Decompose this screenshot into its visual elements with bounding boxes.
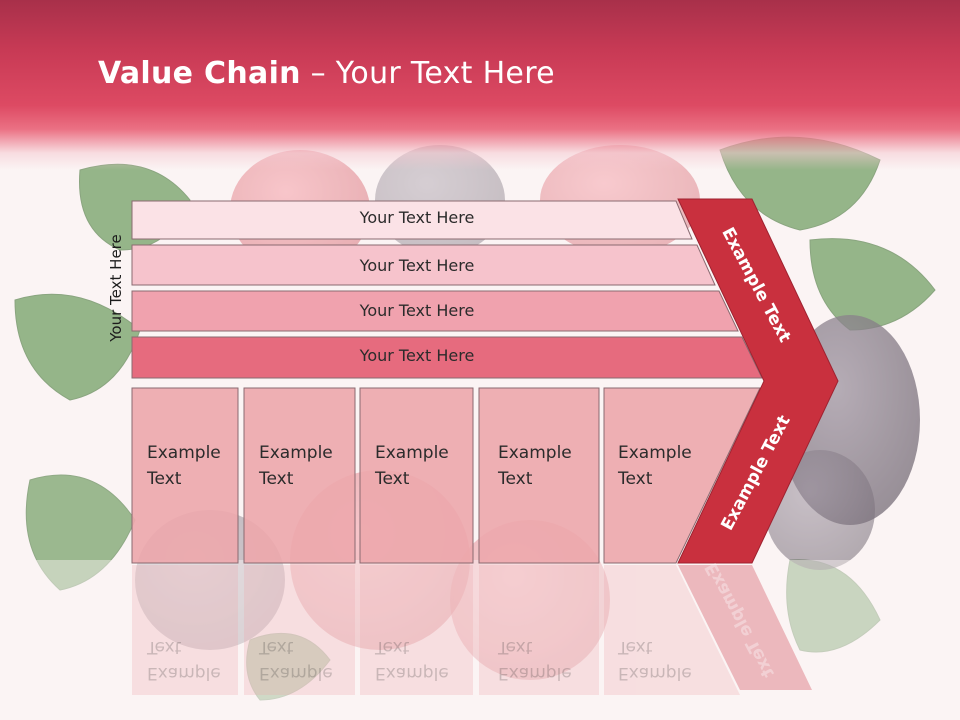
column-4-label: Example Text [498,440,572,492]
column-4-line1: Example [498,443,572,463]
title-rest-part: – Your Text Here [300,56,555,91]
bar-3-label: Your Text Here [359,301,475,320]
column-2-line1: Example [259,443,333,463]
bar-3-shape[interactable] [131,290,739,332]
bar-2-label: Your Text Here [359,256,475,275]
column-2-shape[interactable] [243,387,356,564]
column-2-label: Example Text [259,440,333,492]
column-3-line1: Example [375,443,449,463]
columns-group [131,387,761,564]
bars-group [131,200,763,379]
column-3-line2: Text [375,469,410,489]
bar-1-label: Your Text Here [359,208,475,227]
column-2-line2: Text [259,469,294,489]
column-3-shape[interactable] [359,387,474,564]
bar-4-label: Your Text Here [359,346,475,365]
chevron-arrow-reflection [678,565,812,690]
column-1-shape[interactable] [131,387,239,564]
title-bold-part: Value Chain [98,56,301,91]
column-4-line2: Text [498,469,533,489]
slide-title: Value Chain – Your Text Here [98,56,555,91]
bar-1-shape[interactable] [131,200,693,240]
bar-2-shape[interactable] [131,244,716,286]
column-1-line1: Example [147,443,221,463]
column-5-line2: Text [618,469,653,489]
columns-reflection [132,565,740,695]
header-band [0,0,960,170]
column-5-shape[interactable] [603,387,761,564]
column-4-shape[interactable] [478,387,600,564]
column-3-label: Example Text [375,440,449,492]
column-5-line1: Example [618,443,692,463]
column-1-label: Example Text [147,440,221,492]
bar-4-shape[interactable] [131,336,763,379]
chevron-arrow-shape[interactable] [677,198,839,564]
column-1-line2: Text [147,469,182,489]
column-5-label: Example Text [618,440,692,492]
